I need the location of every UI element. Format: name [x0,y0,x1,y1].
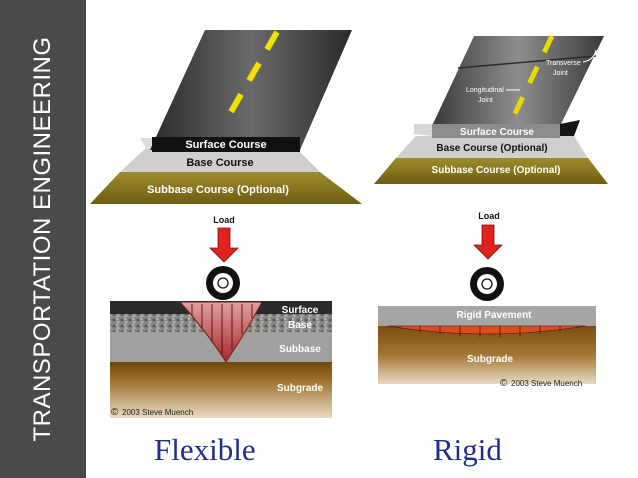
rigid-profile-subgrade-label: Subgrade [467,354,514,365]
rigid-copyright: 2003 Steve Muench [511,379,582,388]
rigid-profile-subgrade [378,326,596,384]
flexible-subbase-course-label: Subbase Course (Optional) [147,184,289,196]
flexible-profile-base-label: Base [288,320,312,331]
rigid-subbase-course-label: Subbase Course (Optional) [432,165,561,176]
flexible-copyright: 2003 Steve Muench [122,408,193,417]
rigid-base-layer [396,136,588,158]
flexible-surface-band [152,137,300,152]
rigid-pressure-band [387,325,587,335]
flexible-profile-subgrade-label: Subgrade [277,383,324,394]
rigid-transverse-label-1: Transverse [546,60,581,67]
rigid-caption: Rigid [433,432,502,467]
flexible-section: Surface Course Base Course Subbase Cours… [90,30,362,204]
rigid-base-course-label: Base Course (Optional) [436,143,547,154]
rigid-section: Transverse Joint Longitudinal Joint Surf… [374,34,608,184]
rigid-surface-band [432,124,560,138]
sidebar: TRANSPORTATION ENGINEERING [0,0,86,478]
flexible-profile: Surface Base Subbase Subgrade © 2003 Ste… [110,301,332,418]
rigid-right-edge [560,120,580,136]
flexible-profile-subgrade [110,362,332,418]
rigid-transverse-label-2: Joint [553,70,568,77]
rigid-profile-slab [378,306,596,326]
rigid-left-shoulder [414,124,436,136]
flexible-center-line [221,30,280,126]
flexible-stress-arrows [191,304,253,354]
rigid-longitudinal-label-1: Longitudinal [466,87,504,94]
rigid-profile: Rigid Pavement Subgrade © 2003 Steve Mue… [378,306,596,389]
flexible-stress-bulb [178,301,263,363]
rigid-profile-pavement-label: Rigid Pavement [456,310,532,321]
rigid-transverse-joint-line [457,55,597,69]
rigid-center-line [507,34,555,126]
flexible-profile-subbase-label: Subbase [279,344,321,355]
rigid-pressure-arrows [399,326,579,337]
flexible-load: Load [206,215,240,300]
flexible-base-course-label: Base Course [186,157,253,169]
flexible-profile-surface-label: Surface [282,305,319,316]
rigid-load-arrow [473,224,503,260]
flexible-copyright-symbol: © [111,407,119,418]
flexible-load-label: Load [213,215,235,225]
flexible-base-layer [120,148,320,172]
flexible-load-arrow [209,227,239,263]
flexible-caption: Flexible [154,432,256,467]
rigid-load-label: Load [478,211,500,221]
rigid-longitudinal-label-2: Joint [478,97,493,104]
flexible-surface-course-label: Surface Course [185,139,266,151]
flexible-wheel-icon [206,266,240,300]
rigid-wheel-icon [470,267,504,301]
flexible-subbase-layer [90,172,362,204]
rigid-surface-course-label: Surface Course [460,127,534,138]
rigid-transverse-arrow [582,49,597,63]
rigid-load: Load [470,211,504,301]
rigid-copyright-symbol: © [500,378,508,389]
flexible-asphalt-road [150,30,352,150]
rigid-subbase-layer [374,158,608,184]
